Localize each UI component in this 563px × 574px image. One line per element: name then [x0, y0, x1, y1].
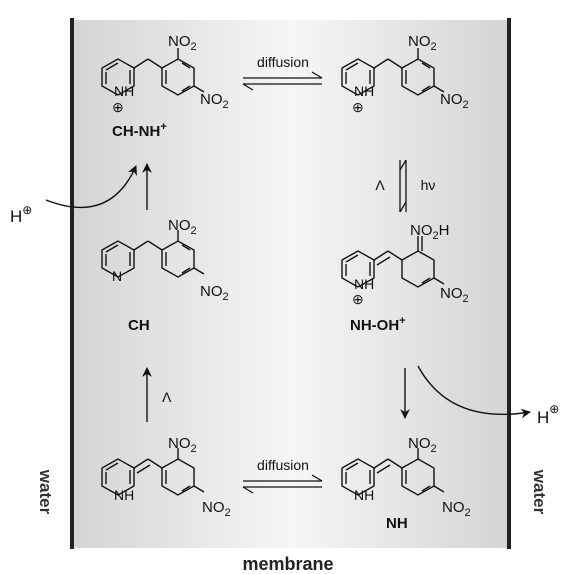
svg-text:NO2: NO2 — [440, 285, 469, 305]
membrane-region — [72, 20, 509, 548]
label-nh-oh: NH-OH+ — [350, 315, 406, 334]
svg-text:NO2H: NO2H — [410, 222, 449, 242]
svg-text:NO2: NO2 — [408, 33, 437, 53]
label-ch: CH — [128, 317, 150, 334]
membrane-label: membrane — [242, 554, 333, 574]
svg-text:⊕: ⊕ — [352, 291, 364, 307]
hv-label: hν — [421, 177, 436, 193]
diffusion-label-top: diffusion — [257, 54, 309, 70]
lambda-label-left: Λ — [162, 389, 172, 405]
svg-text:⊕: ⊕ — [112, 99, 124, 115]
label-nh: NH — [386, 515, 408, 532]
molecule-nh-labels: NO2 NO2 NH NH — [354, 435, 471, 532]
molecule-ch-nh-labels: NO2 NO2 NH ⊕ CH-NH+ — [112, 33, 229, 140]
molecule-top-right-labels: NO2 NO2 NH ⊕ — [352, 33, 469, 115]
svg-text:NO2: NO2 — [440, 91, 469, 111]
diffusion-label-bottom: diffusion — [257, 457, 309, 473]
equilibrium-arrow-vertical — [399, 159, 407, 213]
water-label-left: water — [36, 469, 55, 515]
molecule-nh-oh — [341, 236, 445, 288]
svg-text:NO2: NO2 — [168, 217, 197, 237]
svg-text:N: N — [112, 268, 122, 284]
svg-text:NH: NH — [114, 487, 134, 503]
svg-text:NO2: NO2 — [168, 33, 197, 53]
svg-text:NH: NH — [354, 276, 374, 292]
proton-release-arrow — [417, 365, 531, 419]
svg-text:NH: NH — [354, 487, 374, 503]
svg-text:⊕: ⊕ — [352, 99, 364, 115]
equilibrium-arrow-top — [242, 71, 323, 91]
molecule-top-right — [341, 48, 445, 96]
label-ch-nh: CH-NH+ — [112, 121, 167, 140]
molecule-ch-nh — [101, 48, 205, 96]
molecule-nh — [341, 448, 445, 496]
svg-text:NO2: NO2 — [442, 499, 471, 519]
molecule-nh-oh-labels: NO2H NO2 NH ⊕ NH-OH+ — [350, 222, 469, 334]
lambda-label-right: Λ — [375, 177, 385, 193]
svg-text:NO2: NO2 — [200, 91, 229, 111]
equilibrium-arrow-bottom — [242, 474, 323, 494]
molecule-bottom-left-labels: NO2 NO2 NH — [114, 435, 231, 519]
svg-text:NO2: NO2 — [168, 435, 197, 455]
svg-text:NO2: NO2 — [408, 435, 437, 455]
molecule-ch-labels: NO2 NO2 N CH — [112, 217, 229, 334]
molecule-ch — [101, 230, 205, 278]
svg-text:NO2: NO2 — [202, 499, 231, 519]
svg-text:NO2: NO2 — [200, 283, 229, 303]
svg-text:NH: NH — [354, 83, 374, 99]
svg-text:NH: NH — [114, 83, 134, 99]
proton-uptake-arrow — [45, 165, 137, 209]
proton-left-label: H⊕ — [10, 203, 32, 226]
proton-right-label: H⊕ — [537, 402, 559, 427]
water-label-right: water — [530, 469, 549, 515]
molecule-bottom-left — [101, 448, 205, 496]
